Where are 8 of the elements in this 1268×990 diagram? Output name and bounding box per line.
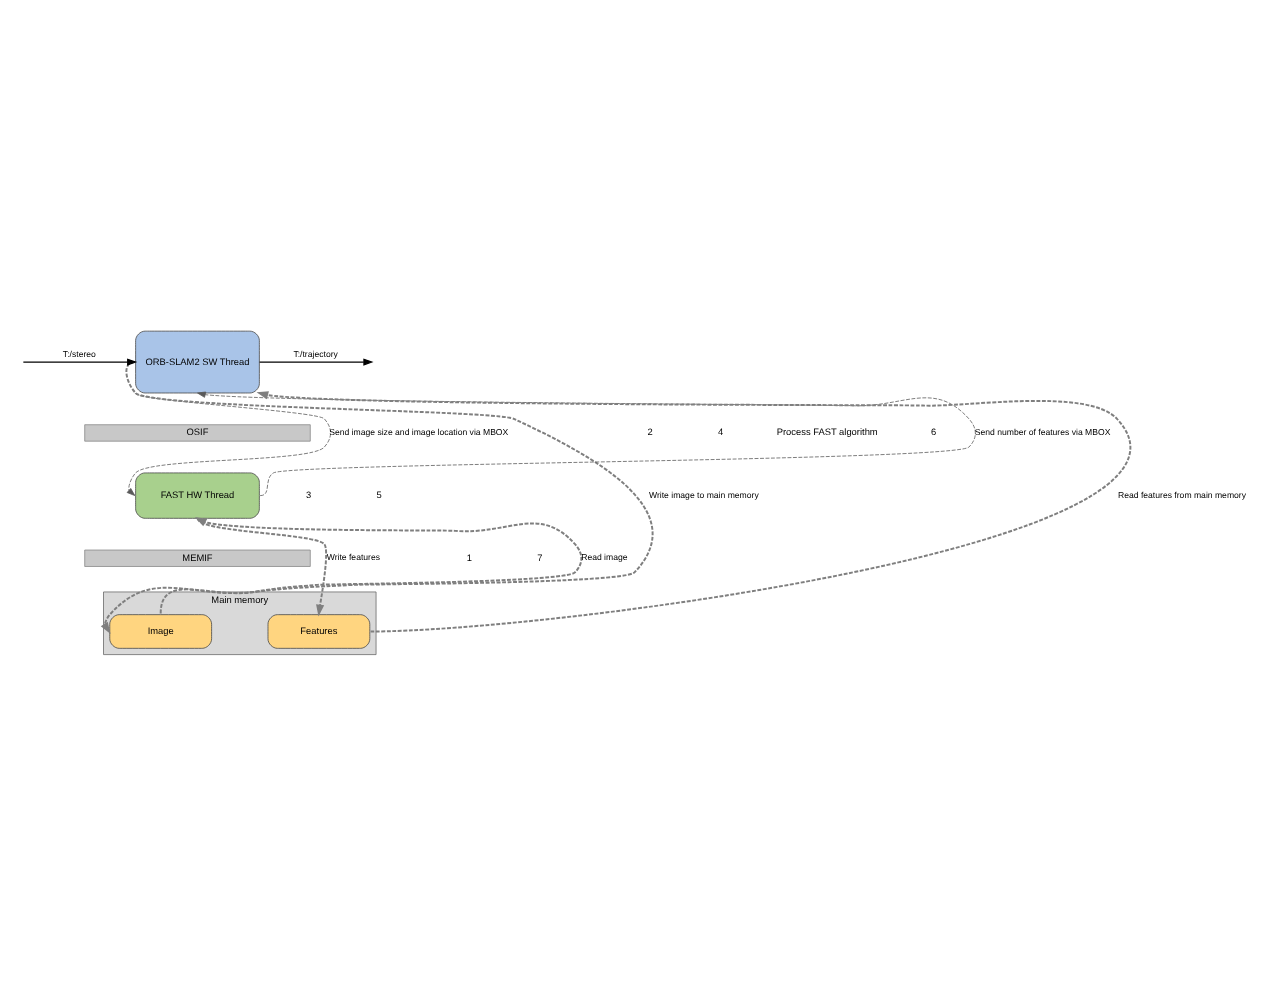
arrow — [196, 516, 328, 616]
arrow — [197, 390, 976, 495]
arrow — [159, 515, 583, 614]
arrow — [256, 390, 1132, 632]
arrow — [126, 391, 331, 495]
arrow — [22, 357, 138, 365]
arrow — [100, 360, 654, 633]
arrow — [259, 357, 374, 365]
